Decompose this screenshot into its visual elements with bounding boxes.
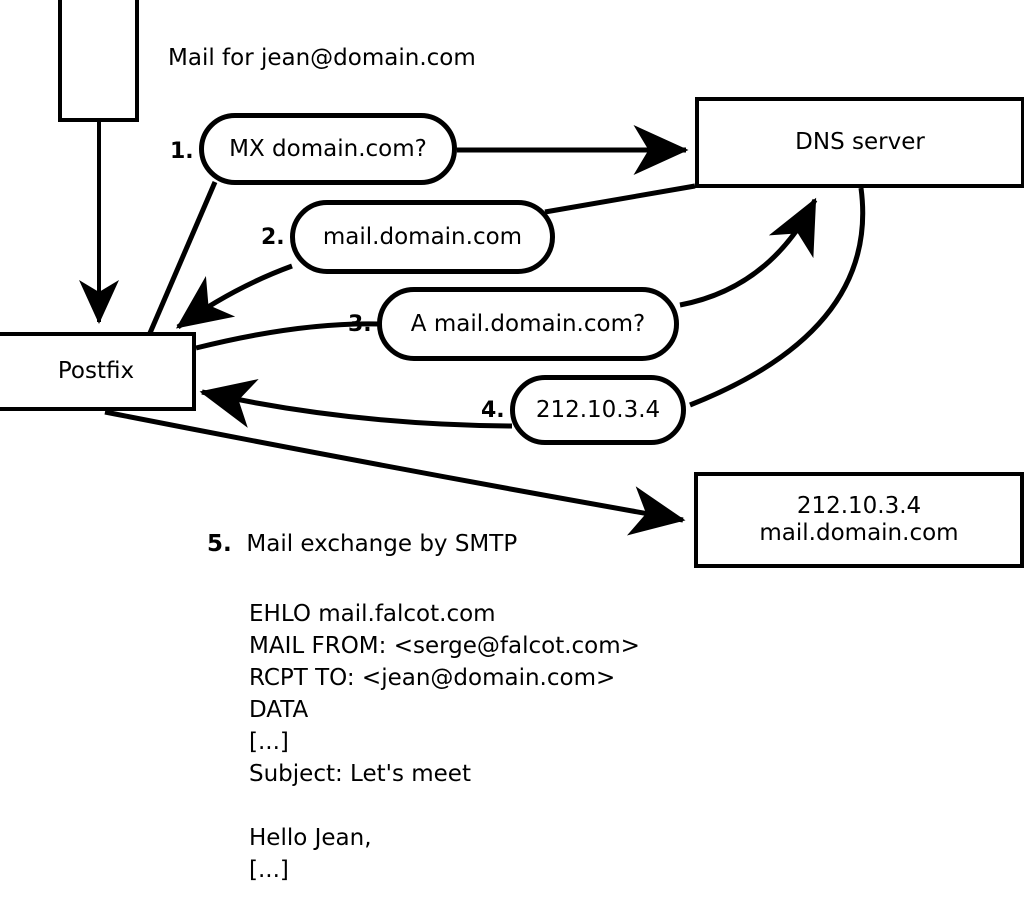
step-1-number: 1.: [170, 139, 194, 164]
step-2-bubble-label: mail.domain.com: [322, 224, 523, 250]
step-4-bubble[interactable]: 212.10.3.4: [510, 375, 686, 445]
line-dns-to-step2-bubble: [544, 183, 696, 215]
arrow-step2-to-postfix: [175, 263, 293, 330]
step-5-heading: 5. Mail exchange by SMTP: [207, 531, 517, 557]
step-1-bubble[interactable]: MX domain.com?: [199, 113, 457, 185]
arrow-step4-to-postfix: [199, 379, 513, 429]
step-1-bubble-label: MX domain.com?: [229, 136, 427, 162]
step-3-number: 3.: [348, 312, 372, 337]
postfix-box[interactable]: Postfix: [0, 332, 196, 411]
step-4-number: 4.: [481, 398, 505, 423]
postfix-label: Postfix: [57, 357, 135, 384]
dns-server-label: DNS server: [795, 128, 925, 155]
step-3-bubble[interactable]: A mail.domain.com?: [377, 287, 679, 361]
dns-server-box[interactable]: DNS server: [695, 97, 1024, 188]
step-5-label: Mail exchange by SMTP: [246, 531, 518, 557]
step-4-bubble-label: 212.10.3.4: [535, 397, 661, 423]
mail-host-ip: 212.10.3.4: [796, 492, 922, 519]
arrow-step3-to-dns: [679, 197, 818, 308]
step-5-spacer: [232, 531, 247, 557]
smtp-transcript: EHLO mail.falcot.com MAIL FROM: <serge@f…: [249, 601, 640, 883]
mail-host-name: mail.domain.com: [759, 520, 959, 546]
line-postfix-to-step3-bubble: [195, 321, 381, 351]
mail-host-box[interactable]: 212.10.3.4 mail.domain.com: [694, 472, 1024, 568]
arrow-step5-postfix-to-mailhost: [104, 409, 686, 536]
step-2-number: 2.: [261, 225, 285, 250]
line-dns-to-step4-bubble: [689, 187, 866, 408]
mail-for-label: Mail for jean@domain.com: [168, 45, 476, 71]
client-box: [58, 0, 139, 122]
step-3-bubble-label: A mail.domain.com?: [410, 311, 646, 337]
line-postfix-to-step1-bubble: [147, 181, 218, 334]
step-5-number: 5.: [207, 531, 232, 557]
step-2-bubble[interactable]: mail.domain.com: [290, 200, 555, 274]
